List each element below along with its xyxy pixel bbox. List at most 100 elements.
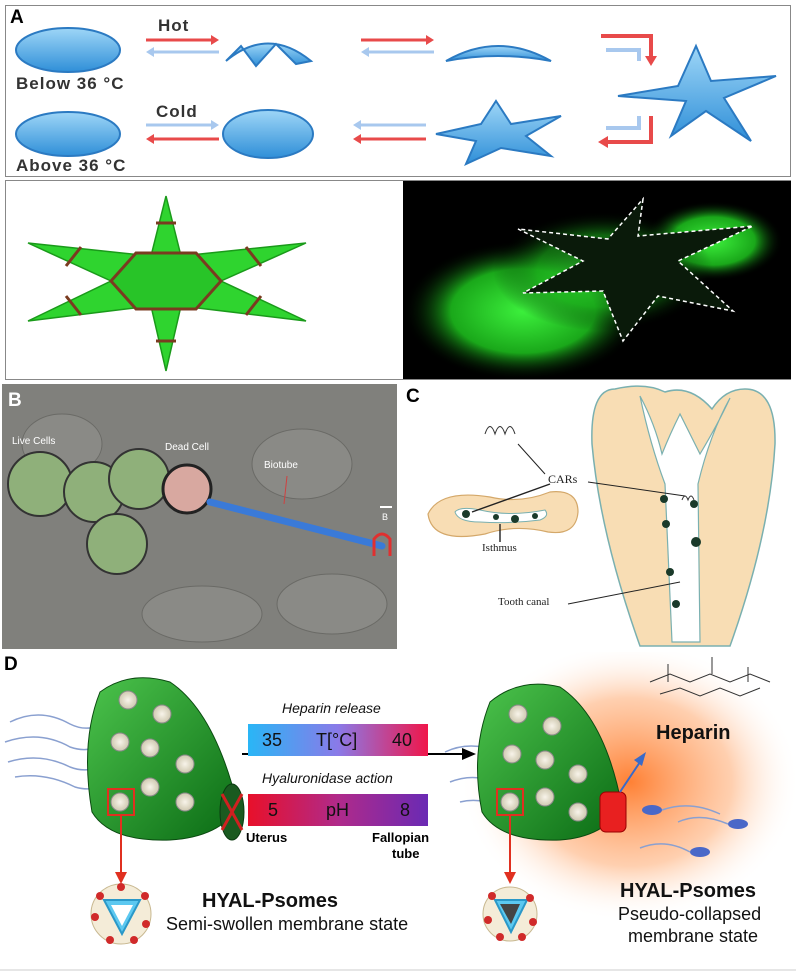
panel-a-bottom [5,180,791,380]
pointer-car-tooth [587,481,686,497]
left-zoom-arrow [115,872,127,884]
live-cell [108,448,170,510]
sperm-head [690,847,710,857]
dead-cell [161,463,213,515]
sperm-tail [639,843,691,853]
isthmus-label: Isthmus [482,542,517,554]
bend-marker [372,532,392,556]
panel-c: C CARs Isthmus Tooth canal [400,384,792,649]
live-cell [7,451,73,517]
panel-c-label: C [406,386,420,407]
car-dot [672,600,680,608]
fallopian-label-2: tube [392,846,420,861]
biotube-label: Biotube [264,460,298,471]
hot-arrow-blue-head [146,47,154,57]
bead [568,764,588,784]
car-dot [690,500,698,508]
right-subtitle-2: membrane state [628,926,759,946]
panel-d: D Heparin release 35 T[°C] 40 Hyaluronid… [0,652,796,973]
vesicle-dot [529,918,537,926]
car-symbol [484,426,516,436]
panel-d-label: D [4,654,18,675]
uterus-label: Uterus [246,830,288,845]
left-title: HYAL-Psomes [202,890,338,912]
cars-label: CARs [548,472,578,486]
vesicle-dot [484,916,492,924]
dead-cell-label: Dead Cell [165,442,209,453]
car-dot [662,520,670,528]
car-dot [691,537,701,547]
panel-b: B Live Cells Dead Cell Biotube B [2,384,397,649]
blocked-x-line [220,793,244,831]
release-arrow-head [634,752,646,766]
fallopian-label-1: Fallopian [372,830,430,845]
vesicle-dot [518,933,526,941]
sperm-head [642,805,662,815]
car-dot [666,568,674,576]
corner2-arrow-red [606,116,653,144]
right-zoom-arrow [504,872,516,884]
above-temp-label: Above 36 °C [16,156,127,175]
cold-arrow-head [211,120,219,130]
right-zoom-inner [500,904,520,924]
bead [175,792,195,812]
ph-label: pH [326,800,350,820]
corner2-arrow-blue [606,116,641,130]
vesicle-dot [91,913,99,921]
release-arrow [619,761,641,793]
bead [535,750,555,770]
left-subtitle: Semi-swollen membrane state [166,914,409,934]
vesicle-dot [142,920,150,928]
cold-label: Cold [156,102,198,121]
closed-gripper-2 [15,111,121,157]
vesicle-dot [526,894,534,902]
biotube [206,498,386,550]
bead [152,704,172,724]
pointer-tooth-canal [567,581,681,605]
panel-a-label: A [10,7,24,28]
closed-gripper-1 [15,27,121,73]
left-zoom-inner [111,905,133,926]
ph-low: 5 [268,800,279,820]
vesicle-dot [106,936,114,944]
live-cells-label: Live Cells [12,436,56,447]
mid2-arrow-red-head [353,134,361,144]
hot-label: Hot [158,16,190,35]
car-dot [532,513,538,519]
tooth-canal-label: Tooth canal [498,596,550,608]
opening-gripper-2 [445,45,552,62]
main-arrow-head [462,748,476,760]
bead [508,704,528,724]
vesicle-dot [496,933,504,941]
car-dot [660,495,668,503]
live-cell [86,513,148,575]
heparin-label: Heparin [656,722,731,744]
temp-label: T[°C] [316,730,358,750]
bead [140,777,160,797]
below-temp-label: Below 36 °C [16,74,125,93]
bead [502,744,522,764]
closing-star-gripper [435,99,562,166]
cold-arrow-red-head [146,134,154,144]
tooth-diagram [427,385,776,647]
car-dot [493,514,499,520]
car-dot [511,515,519,523]
corner-arrow-red [601,34,653,58]
vesicle-dot [96,892,104,900]
vesicle-dot [141,892,149,900]
temp-low: 35 [262,730,283,750]
mid2-arrow-blue-head [353,120,361,130]
hyal-psomes-diagram [0,652,796,971]
panel-a-top: A Hot Cold Below 36 °C Above 36 °C [5,5,791,177]
corner-arrow-blue [606,48,641,61]
biotube-micrograph [2,384,397,649]
bead [110,792,130,812]
green-star-design [27,195,307,372]
shape-morphing-schematic [15,27,777,166]
biotube-pointer [283,475,288,505]
root-canal [639,395,731,643]
fluorescence-drawing [403,196,783,379]
vesicle-dot [488,892,496,900]
fluorescence-image [403,181,791,379]
pointer-car-section [471,483,551,513]
